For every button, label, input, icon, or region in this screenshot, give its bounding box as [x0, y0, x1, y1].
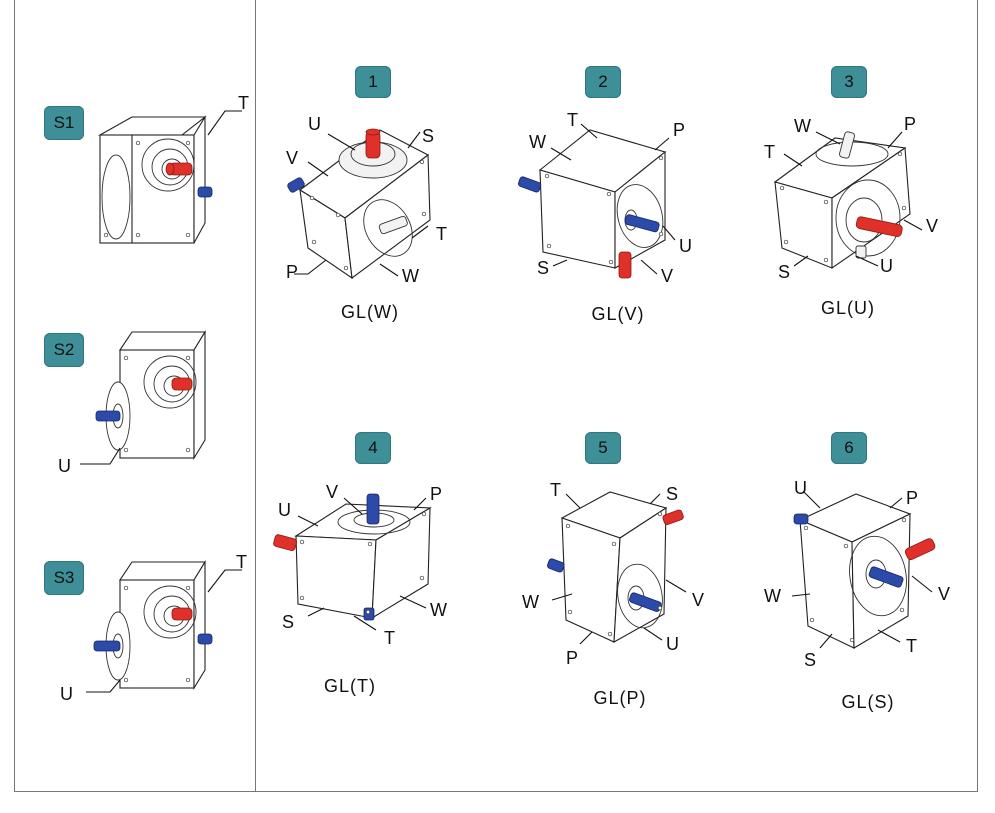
label-5-u: U [666, 634, 679, 654]
label-5-p: P [566, 648, 578, 668]
label-6-p: P [906, 488, 918, 508]
label-2-p: P [673, 120, 685, 140]
caption-gl-s: GL(S) [841, 692, 895, 712]
label-3-t: T [764, 142, 775, 162]
gearbox-s3: T U [60, 552, 247, 704]
label-5-w: W [522, 592, 539, 612]
label-1-u: U [308, 114, 321, 134]
gearbox-gl-w: U S V T P W [286, 114, 447, 286]
gearbox-s1: T [97, 93, 249, 244]
gearbox-gl-t: V P U S W T [273, 482, 447, 648]
label-3-p: P [904, 114, 916, 134]
label-1-v: V [286, 148, 298, 168]
column-divider [255, 0, 256, 792]
label-s1-t: T [238, 93, 249, 113]
badge-s2: S2 [44, 333, 84, 367]
label-3-u: U [880, 256, 893, 276]
label-6-w: W [764, 586, 781, 606]
label-4-u: U [278, 500, 291, 520]
label-5-s: S [666, 484, 678, 504]
caption-gl-v: GL(V) [591, 304, 645, 324]
label-1-s: S [422, 126, 434, 146]
label-s2-u: U [58, 456, 71, 476]
label-6-t: T [906, 636, 917, 656]
caption-gl-t: GL(T) [324, 676, 376, 696]
label-2-s: S [537, 258, 549, 278]
label-2-t: T [567, 110, 578, 130]
label-3-s: S [778, 262, 790, 282]
caption-gl-w: GL(W) [341, 302, 399, 322]
label-4-t: T [384, 628, 395, 648]
label-3-w: W [794, 116, 811, 136]
label-6-v: V [938, 584, 950, 604]
badge-s1: S1 [44, 106, 84, 140]
label-1-p: P [286, 262, 298, 282]
label-3-v: V [926, 216, 938, 236]
diagram-frame [14, 0, 978, 792]
badge-2: 2 [585, 66, 621, 98]
label-5-t: T [550, 480, 561, 500]
label-6-s: S [804, 650, 816, 670]
label-4-v: V [326, 482, 338, 502]
badge-4: 4 [355, 432, 391, 464]
gearbox-gl-p: T S W V P U [522, 480, 704, 668]
badge-6: 6 [831, 432, 867, 464]
label-4-p: P [430, 484, 442, 504]
label-6-u: U [794, 478, 807, 498]
label-4-w: W [430, 600, 447, 620]
gearbox-gl-s: U P W V S T [764, 478, 950, 670]
gearbox-s2: U [58, 330, 206, 476]
badge-3: 3 [831, 66, 867, 98]
label-1-t: T [436, 224, 447, 244]
badge-1: 1 [355, 66, 391, 98]
label-5-v: V [692, 590, 704, 610]
label-2-v: V [661, 266, 673, 286]
badge-s3: S3 [44, 561, 84, 595]
caption-gl-u: GL(U) [821, 298, 875, 318]
label-s3-t: T [236, 552, 247, 572]
label-1-w: W [402, 266, 419, 286]
label-2-u: U [679, 236, 692, 256]
label-2-w: W [529, 132, 546, 152]
badge-5: 5 [585, 432, 621, 464]
gearbox-gl-v: T P W U S V [518, 110, 692, 286]
label-4-s: S [282, 612, 294, 632]
gearbox-gl-u: W P T V S U [764, 114, 938, 282]
label-s3-u: U [60, 684, 73, 704]
caption-gl-p: GL(P) [593, 688, 647, 708]
